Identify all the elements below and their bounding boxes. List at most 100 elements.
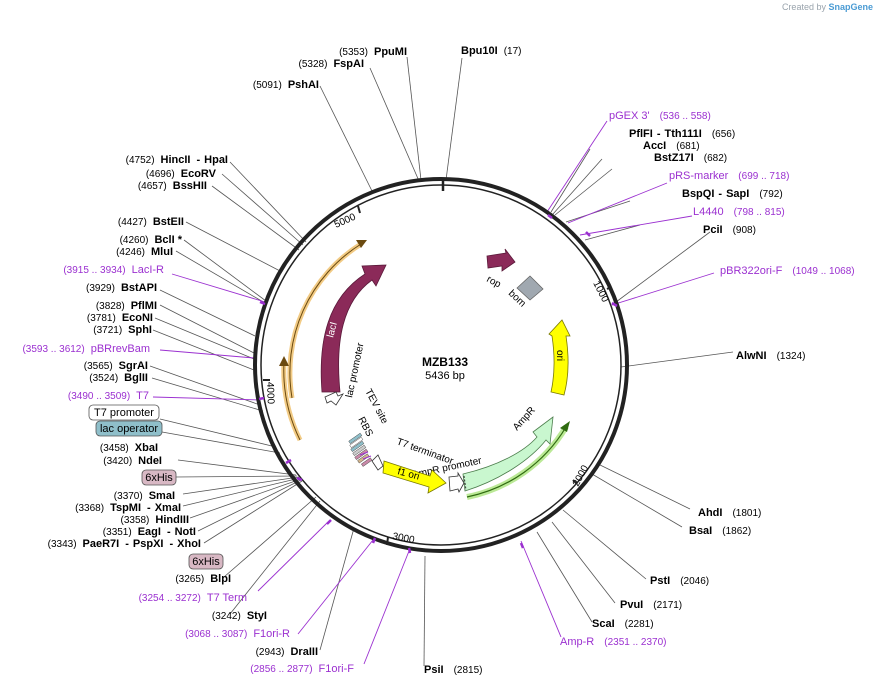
enzyme-ahdi[interactable]: AhdI [698,507,722,519]
enzyme-psii[interactable]: PsiI [424,664,444,676]
enzyme-paer7i[interactable]: PaeR7I [83,538,120,550]
snapgene-brand: SnapGene [828,2,873,12]
primer-f1ori-r[interactable]: F1ori-R [253,628,290,640]
primer-pgex3[interactable]: pGEX 3' [609,110,650,122]
tag-lac-operator: lac operator [100,423,158,435]
enzyme-econi[interactable]: EcoNI [122,312,153,324]
enzyme-sgrai-pos: (3565) [84,361,113,372]
enzyme-hindiii[interactable]: HindIII [155,514,189,526]
enzyme-blpi[interactable]: BlpI [210,573,231,585]
primer-t7[interactable]: T7 [136,390,149,402]
enzyme-pcii-pos: (908) [733,225,756,236]
primer-t7-term-range: (3254 .. 3272) [139,593,201,604]
svg-text:(3565)SgrAI: (3565) SgrAI [84,360,148,372]
enzyme-tspmi-pos: (3368) [75,503,104,514]
bom-box [516,275,544,301]
leader-lines [149,56,734,667]
svg-text:(3458)XbaI: (3458)XbaI [100,442,158,454]
enzyme-sgrai[interactable]: SgrAI [119,360,148,372]
enzyme-xhoi[interactable]: XhoI [177,538,201,550]
enzyme-pcii[interactable]: PciI [703,224,723,236]
enzyme-bstapi[interactable]: BstAPI [121,282,157,294]
t7-terminator-label: T7 terminator [395,436,455,467]
enzyme-sapi[interactable]: SapI [726,188,749,200]
enzyme-bpu10i-pos: (17) [504,46,522,57]
enzyme-hpai[interactable]: HpaI [204,154,228,166]
enzyme-bspqi-pos: (792) [759,189,782,200]
tag-t7-promoter-box[interactable] [88,404,160,421]
enzyme-pspxi[interactable]: PspXI [133,538,164,550]
enzyme-tth111i[interactable]: Tth111I [665,128,702,140]
svg-text:BstZ17I(682): BstZ17I (682) [654,152,727,164]
enzyme-sep: - [147,502,151,514]
primer-f1ori-f[interactable]: F1ori-F [319,663,355,675]
enzyme-pvui-pos: (2171) [653,600,682,611]
primer-pbr322ori-f[interactable]: pBR322ori-F [720,265,783,277]
enzyme-bsteii[interactable]: BstEII [153,216,184,228]
enzyme-noti[interactable]: NotI [175,526,196,538]
enzyme-bspqi[interactable]: BspQI [682,188,714,200]
enzyme-xbai[interactable]: XbaI [135,442,158,454]
primer-t7-term[interactable]: T7 Term [207,592,247,604]
tag-6xhis-1-box[interactable] [141,469,177,486]
laci-arrow [320,264,387,393]
enzyme-scai[interactable]: ScaI [592,618,615,630]
svg-text:AhdI(1801): AhdI(1801) [698,507,761,519]
enzyme-bstz17i[interactable]: BstZ17I [654,152,694,164]
enzyme-alwni-pos: (1324) [777,351,806,362]
primer-prs-marker[interactable]: pRS-marker [669,170,729,182]
enzyme-bglii[interactable]: BglII [124,372,148,384]
enzyme-bsai[interactable]: BsaI [689,525,712,537]
enzyme-psti[interactable]: PstI [650,575,670,587]
enzyme-alwni[interactable]: AlwNI [736,350,767,362]
enzyme-pshai[interactable]: PshAI [288,79,319,91]
enzyme-draiii-pos: (2943) [256,647,285,658]
enzyme-fspai[interactable]: FspAI [333,58,364,70]
enzyme-ppumi[interactable]: PpuMI [374,46,407,58]
primer-pbrrevbam[interactable]: pBRrevBam [91,343,150,355]
svg-text:ScaI(2281): ScaI(2281) [592,618,654,630]
lac-promoter-arrow [324,391,345,406]
enzyme-mlui[interactable]: MluI [151,246,173,258]
svg-text:(2943)DraIII: (2943) DraIII [256,646,318,658]
enzyme-ndei[interactable]: NdeI [138,455,162,467]
enzyme-bsshii[interactable]: BssHII [173,180,207,192]
svg-text:(3524)BglII: (3524)BglII [89,372,148,384]
svg-text:pGEX 3'(536 .. 558): pGEX 3'(536 .. 558) [609,110,711,122]
enzyme-sep: - [196,154,200,166]
svg-text:BsaI(1862): BsaI(1862) [689,525,751,537]
primer-l4440[interactable]: L4440 [693,206,724,218]
enzyme-eagi-pos: (3351) [103,527,132,538]
tag-lac-operator-box[interactable] [95,420,163,437]
enzyme-smai[interactable]: SmaI [149,490,175,502]
enzyme-acci[interactable]: AccI [643,140,666,152]
svg-text:(3368)TspMI-XmaI: (3368) TspMI-XmaI [75,502,181,514]
enzyme-tspmi[interactable]: TspMI [110,502,141,514]
enzyme-bcli[interactable]: BclI * [154,234,182,246]
enzyme-draiii[interactable]: DraIII [290,646,318,658]
enzyme-styi[interactable]: StyI [247,610,267,622]
enzyme-bpu10i[interactable]: Bpu10I [461,45,498,57]
enzyme-pflfi[interactable]: PflFI [629,128,653,140]
svg-text:(5091)PshAI: (5091)PshAI [253,79,319,91]
primer-amp-r[interactable]: Amp-R [560,636,594,648]
enzyme-hincii[interactable]: HincII [161,154,191,166]
primer-labels: pGEX 3'(536 .. 558) pRS-marker(699 .. 71… [22,110,854,675]
enzyme-pflmi[interactable]: PflMI [131,300,157,312]
enzyme-pvui[interactable]: PvuI [620,599,643,611]
enzyme-bstz17i-pos: (682) [704,153,727,164]
tag-6xhis-2-box[interactable] [188,553,224,570]
enzyme-sphi[interactable]: SphI [128,324,152,336]
ori-arrow [548,319,571,396]
tag-t7-promoter: T7 promoter [94,407,154,419]
enzyme-ecorv-pos: (4696) [146,169,175,180]
svg-text:L4440(798 .. 815): L4440(798 .. 815) [693,206,785,218]
enzyme-eagi[interactable]: EagI [138,526,161,538]
plasmid-length: 5436 bp [425,370,465,382]
svg-text:(3358)HindIII: (3358)HindIII [120,514,189,526]
tick-5000: 5000 [333,211,358,230]
primer-laci-r[interactable]: LacI-R [132,264,164,276]
enzyme-ecorv[interactable]: EcoRV [181,168,217,180]
enzyme-xmai[interactable]: XmaI [155,502,181,514]
